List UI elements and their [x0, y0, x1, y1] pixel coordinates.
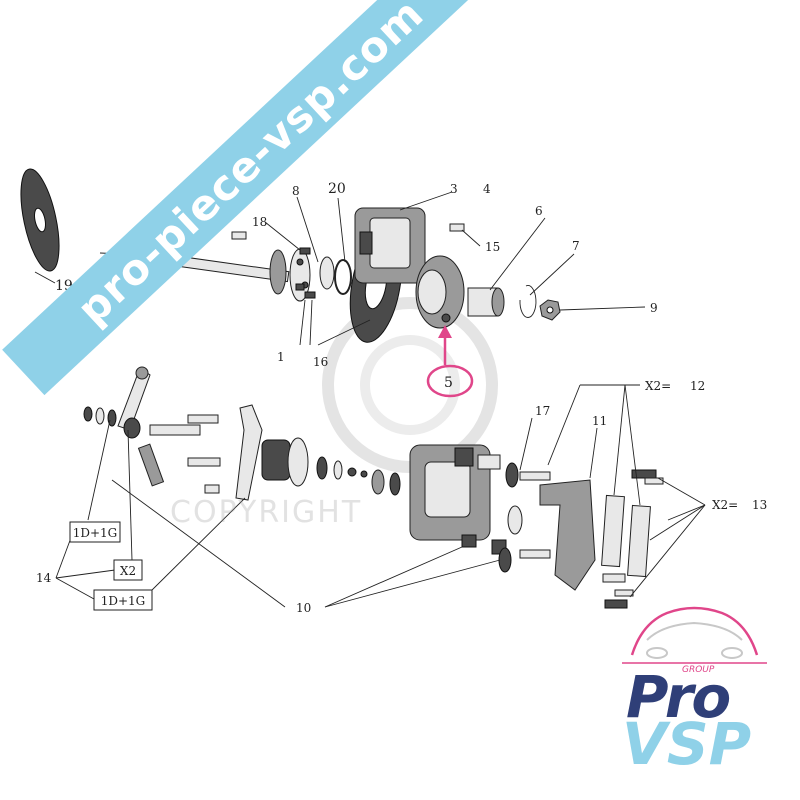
qty-box-2: [113, 559, 143, 581]
logo-pro-text: Pro: [626, 663, 731, 731]
part-3-backing-plate: [354, 207, 426, 284]
bolts-16-18: [231, 231, 316, 299]
callout-15: 15: [485, 240, 500, 254]
small-washers-left: [83, 406, 117, 427]
part-17-boots: [477, 454, 523, 573]
qty-box-1: [69, 521, 121, 543]
callout-16: 16: [313, 355, 328, 369]
car-outline-icon: [622, 606, 767, 664]
callout-8: 8: [292, 184, 300, 198]
copyright-circle-watermark: [322, 297, 498, 473]
callout-14: 14: [36, 571, 52, 585]
callout-4: 4: [483, 182, 491, 196]
part-12-brake-pads: [601, 494, 651, 578]
part-15-bolt: [449, 223, 465, 232]
qty-box-2-text: X2: [120, 564, 136, 578]
part-20-ring: [334, 259, 352, 295]
callout-5: 5: [444, 375, 453, 391]
highlight-arrowhead: [438, 325, 452, 338]
pro-vsp-logo: GROUP Pro VSP: [612, 585, 777, 780]
adjuster-spring: [123, 414, 221, 494]
callout-1: 1: [277, 350, 285, 364]
logo-group-text: GROUP: [682, 665, 715, 675]
qty-x2-12: X2=: [645, 379, 671, 393]
part-13-pad-clips: [604, 469, 664, 609]
callout-3: 3: [450, 182, 458, 196]
caliper-piston-housing: [261, 437, 309, 487]
copyright-watermark-text: COPYRIGHT: [170, 495, 363, 530]
caliper-body: [409, 444, 507, 555]
callout-11: 11: [592, 414, 607, 428]
callout-13: 13: [752, 498, 767, 512]
qty-x2-13: X2=: [712, 498, 738, 512]
callout-18: 18: [252, 215, 267, 229]
part-14-bracket-arm: [117, 366, 151, 431]
part-11-caliper-bracket: [519, 471, 596, 591]
qty-box-1-text: 1D+1G: [73, 526, 118, 540]
callout-12: 12: [690, 379, 705, 393]
qty-box-3-text: 1D+1G: [101, 594, 146, 608]
part-5-hub-flange: [415, 255, 465, 329]
callout-9: 9: [650, 301, 658, 315]
guide-pin-bolt: [602, 573, 626, 583]
callout-20: 20: [328, 181, 346, 197]
piston-seals-row: [316, 456, 401, 496]
part-7-circlip: [519, 285, 537, 318]
callout-17: 17: [535, 404, 550, 418]
qty-box-3: [93, 589, 153, 611]
part-9-nut: [539, 299, 561, 321]
handbrake-lever: [235, 404, 263, 501]
part-19-shield: [20, 168, 60, 272]
callout-10: 10: [296, 601, 311, 615]
copyright-circle-inner: [360, 335, 460, 435]
part-8-seal: [319, 256, 335, 290]
callout-6: 6: [535, 204, 543, 218]
callout-7: 7: [572, 239, 580, 253]
highlight-circle: [426, 364, 474, 398]
part-6-bearing: [467, 287, 505, 317]
logo-vsp-text: VSP: [622, 710, 752, 778]
